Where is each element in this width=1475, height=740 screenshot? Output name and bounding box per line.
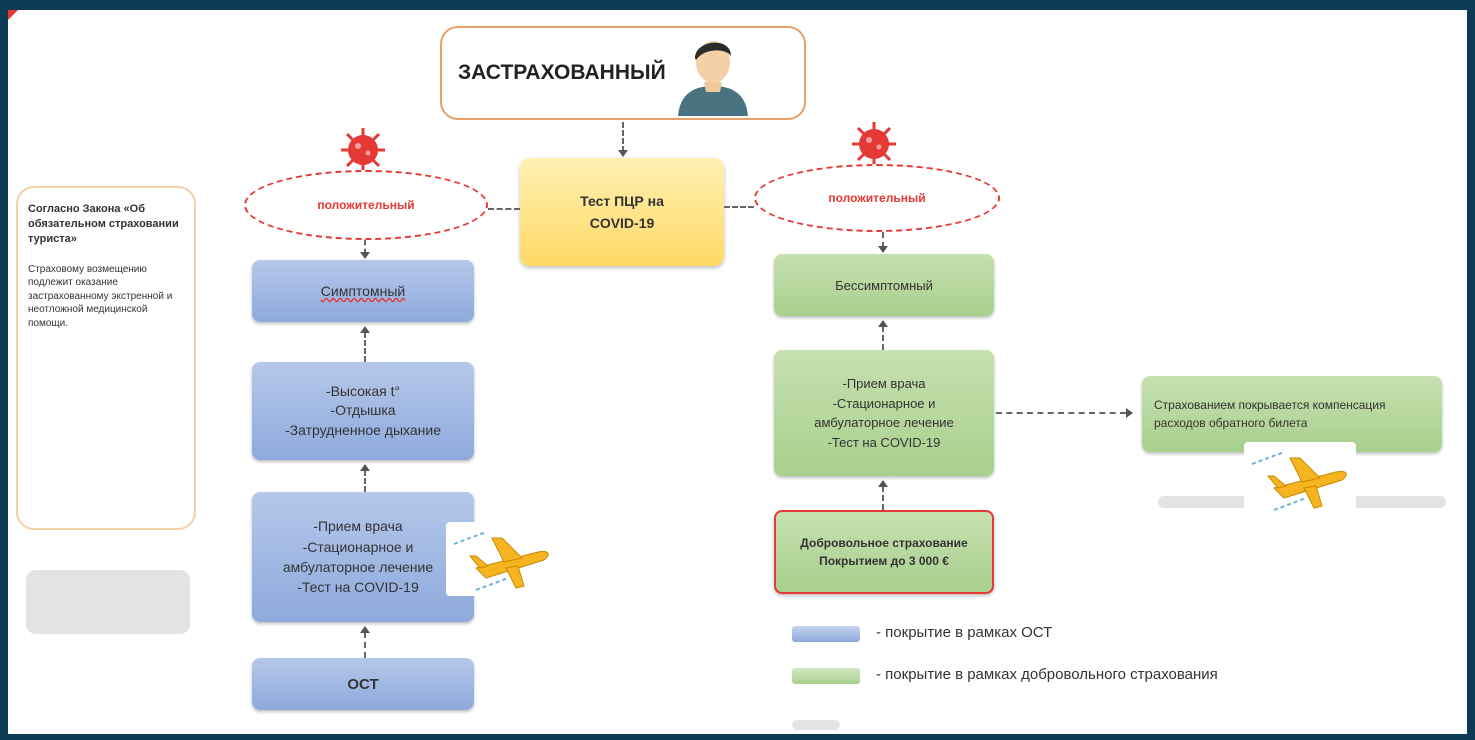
blurred-block [26,570,190,634]
legend-voluntary: - покрытие в рамках добровольного страхо… [876,666,1218,683]
legend-swatch-ost [792,626,860,642]
arrow [878,480,888,487]
ost-services-box: -Прием врача -Стационарное и амбулаторно… [252,492,474,622]
positive-right-oval: положительный [754,164,1000,232]
arrow [360,326,370,333]
symptom-item: -Высокая t° [325,382,401,399]
service-item: -Стационарное и амбулаторное лечение [814,395,954,431]
connector [364,470,366,492]
arrow [360,464,370,471]
law-note-title: Согласно Закона «Об обязательном страхов… [28,203,179,245]
compensation-label: Страхованием покрывается компенсация рас… [1154,398,1386,430]
diagram-canvas: ЗАСТРАХОВАННЫЙ Тест ПЦР на COVID-19 поло… [8,10,1467,734]
service-item: -Стационарное и амбулаторное лечение [282,538,434,575]
legend-swatch-voluntary [792,668,860,684]
arrow [1126,408,1133,418]
connector [724,206,754,208]
connector [882,232,884,248]
pcr-test-box: Тест ПЦР на COVID-19 [520,158,724,266]
blurred-legend [792,720,840,730]
arrow [360,626,370,633]
voluntary-services-box: -Прием врача -Стационарное и амбулаторно… [774,350,994,476]
asymptomatic-box: Бессимптомный [774,254,994,316]
arrow [878,320,888,327]
virus-icon [852,122,896,166]
symptomatic-label: Симптомный [320,283,406,299]
symptom-item: -Отдышка [330,402,396,419]
connector [488,208,520,210]
service-item: -Прием врача [842,376,926,391]
person-icon [677,41,748,116]
symptomatic-box: Симптомный [252,260,474,322]
pcr-test-label: Тест ПЦР на COVID-19 [580,192,664,231]
positive-right-label: положительный [828,191,926,205]
plane-icon [446,522,558,596]
insured-box: ЗАСТРАХОВАННЫЙ [440,26,806,120]
connector [364,240,366,254]
service-item: -Тест на COVID-19 [297,579,419,596]
service-item: -Прием врача [313,518,403,535]
connector [882,486,884,510]
law-note-body: Страховому возмещению подлежит оказание … [28,263,173,329]
ost-box: ОСТ [252,658,474,710]
asymptomatic-label: Бессимптомный [835,277,933,293]
plane-icon [1244,442,1356,516]
legend-ost: - покрытие в рамках ОСТ [876,624,1053,641]
virus-icon [341,128,385,172]
connector [996,412,1126,414]
connector [364,632,366,658]
positive-left-oval: положительный [244,170,488,240]
compensation-box: Страхованием покрывается компенсация рас… [1142,376,1442,452]
arrow [878,246,888,253]
arrow [618,150,628,157]
voluntary-title: Добровольное страхование [800,536,968,550]
connector [622,122,624,152]
corner-marker [8,10,18,20]
positive-left-label: положительный [317,198,415,212]
voluntary-coverage: Покрытием до 3 000 € [819,554,949,568]
connector [364,332,366,362]
symptoms-box: -Высокая t° -Отдышка -Затрудненное дыхан… [252,362,474,460]
symptom-item: -Затрудненное дыхание [285,421,441,438]
service-item: -Тест на COVID-19 [827,434,941,450]
ost-label: ОСТ [347,675,379,693]
law-note: Согласно Закона «Об обязательном страхов… [16,186,196,530]
arrow [360,252,370,259]
connector [882,326,884,350]
insured-label: ЗАСТРАХОВАННЫЙ [458,61,666,84]
voluntary-insurance-box: Добровольное страхование Покрытием до 3 … [774,510,994,594]
